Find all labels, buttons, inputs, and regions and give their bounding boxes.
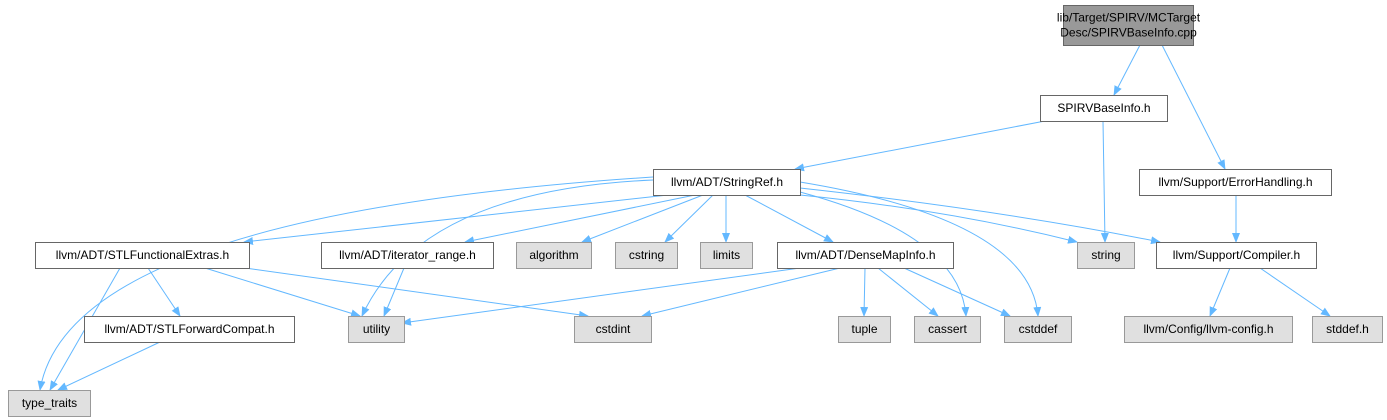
node-box xyxy=(321,242,494,269)
node-box xyxy=(8,390,91,417)
node-box xyxy=(516,242,592,269)
node-stlfunctionalextras[interactable]: llvm/ADT/STLFunctionalExtras.h xyxy=(35,242,250,269)
node-label: llvm/ADT/STLForwardCompat.h xyxy=(104,322,274,336)
node-stddef: stddef.h xyxy=(1312,316,1383,343)
node-label: llvm/ADT/StringRef.h xyxy=(671,175,783,189)
node-box xyxy=(700,242,753,269)
edge-stringref-to-cstddef xyxy=(799,181,1042,317)
node-box xyxy=(348,316,405,343)
edge-stringref-to-densemapinfo xyxy=(744,194,834,243)
node-tuple: tuple xyxy=(838,316,891,343)
node-string: string xyxy=(1077,242,1135,269)
edge-densemapinfo-to-tuple xyxy=(860,267,869,317)
node-label: SPIRVBaseInfo.h xyxy=(1057,101,1150,115)
node-label: string xyxy=(1091,248,1120,262)
node-cstring: cstring xyxy=(615,242,678,269)
node-label: Desc/SPIRVBaseInfo.cpp xyxy=(1060,26,1197,40)
node-box xyxy=(1040,95,1168,122)
node-stringref[interactable]: llvm/ADT/StringRef.h xyxy=(653,169,801,196)
node-label: llvm/Support/ErrorHandling.h xyxy=(1158,175,1312,189)
edge-stringref-to-cstring xyxy=(664,194,714,243)
node-box xyxy=(653,169,801,196)
node-llvmconfig: llvm/Config/llvm-config.h xyxy=(1124,316,1293,343)
node-label: cassert xyxy=(928,322,967,336)
edge-densemapinfo-to-cstddef xyxy=(903,267,1011,317)
node-box xyxy=(1004,316,1072,343)
node-box xyxy=(914,316,981,343)
edge-root-to-spirvbaseinfo xyxy=(1113,44,1141,96)
node-box xyxy=(777,242,954,269)
node-stlforwardcompat[interactable]: llvm/ADT/STLForwardCompat.h xyxy=(84,316,295,343)
edge-densemapinfo-to-cassert xyxy=(877,267,939,317)
edge-densemapinfo-to-cstdint xyxy=(641,267,841,318)
node-label: llvm/ADT/iterator_range.h xyxy=(339,248,476,262)
node-label: llvm/ADT/DenseMapInfo.h xyxy=(795,248,935,262)
node-utility: utility xyxy=(348,316,405,343)
edge-spirvbaseinfo-to-string xyxy=(1100,120,1109,243)
edge-compiler-to-llvmconfig xyxy=(1209,267,1231,317)
node-box xyxy=(1124,316,1293,343)
node-box xyxy=(35,242,250,269)
node-label: type_traits xyxy=(22,396,77,410)
node-box xyxy=(574,316,652,343)
node-limits: limits xyxy=(700,242,753,269)
node-box xyxy=(1312,316,1383,343)
edge-spirvbaseinfo-to-stringref xyxy=(794,120,1046,172)
node-label: utility xyxy=(363,322,390,336)
node-box xyxy=(1077,242,1135,269)
edge-stlfunctionalextras-to-stlforwardcompat xyxy=(147,267,181,317)
edge-stringref-to-iteratorrange xyxy=(464,194,696,245)
edge-iteratorrange-to-utility xyxy=(383,267,405,317)
node-label: cstddef xyxy=(1019,322,1058,336)
node-box xyxy=(1156,242,1317,269)
node-label: tuple xyxy=(851,322,877,336)
edge-stlfunctionalextras-to-utility xyxy=(204,267,361,318)
node-label: cstdint xyxy=(596,322,631,336)
node-algorithm: algorithm xyxy=(516,242,592,269)
node-errorhandling[interactable]: llvm/Support/ErrorHandling.h xyxy=(1139,169,1332,196)
edge-stringref-to-stlfunctionalextras xyxy=(243,194,669,245)
node-spirvbaseinfo[interactable]: SPIRVBaseInfo.h xyxy=(1040,95,1168,122)
node-box xyxy=(1063,5,1194,46)
node-iteratorrange[interactable]: llvm/ADT/iterator_range.h xyxy=(321,242,494,269)
edge-stringref-to-string xyxy=(799,194,1078,244)
node-typetraits: type_traits xyxy=(8,390,91,417)
node-compiler[interactable]: llvm/Support/Compiler.h xyxy=(1156,242,1317,269)
edge-stringref-to-algorithm xyxy=(581,194,704,243)
node-root: lib/Target/SPIRV/MCTargetDesc/SPIRVBaseI… xyxy=(1057,5,1201,46)
node-box xyxy=(615,242,678,269)
node-box xyxy=(838,316,891,343)
node-label: cstring xyxy=(629,248,664,262)
node-cstddef: cstddef xyxy=(1004,316,1072,343)
edge-stringref-to-typetraits xyxy=(37,176,654,391)
node-box xyxy=(1139,169,1332,196)
node-label: lib/Target/SPIRV/MCTarget xyxy=(1057,11,1201,25)
node-box xyxy=(84,316,295,343)
edge-stlfunctionalextras-to-cstdint xyxy=(244,267,589,319)
edge-root-to-errorhandling xyxy=(1161,44,1226,170)
nodes-layer: lib/Target/SPIRV/MCTargetDesc/SPIRVBaseI… xyxy=(8,5,1383,417)
node-label: algorithm xyxy=(529,248,578,262)
node-label: llvm/Support/Compiler.h xyxy=(1173,248,1300,262)
node-label: stddef.h xyxy=(1326,322,1369,336)
node-cstdint: cstdint xyxy=(574,316,652,343)
node-label: llvm/ADT/STLFunctionalExtras.h xyxy=(56,248,229,262)
edge-compiler-to-stddef xyxy=(1259,267,1331,317)
edge-stringref-to-utility xyxy=(361,179,654,317)
edge-stringref-to-compiler xyxy=(799,187,1161,245)
edge-densemapinfo-to-utility xyxy=(401,267,801,326)
node-densemapinfo[interactable]: llvm/ADT/DenseMapInfo.h xyxy=(777,242,954,269)
node-label: limits xyxy=(713,248,740,262)
edge-stlforwardcompat-to-typetraits xyxy=(57,341,161,391)
node-label: llvm/Config/llvm-config.h xyxy=(1143,322,1273,336)
node-cassert: cassert xyxy=(914,316,981,343)
